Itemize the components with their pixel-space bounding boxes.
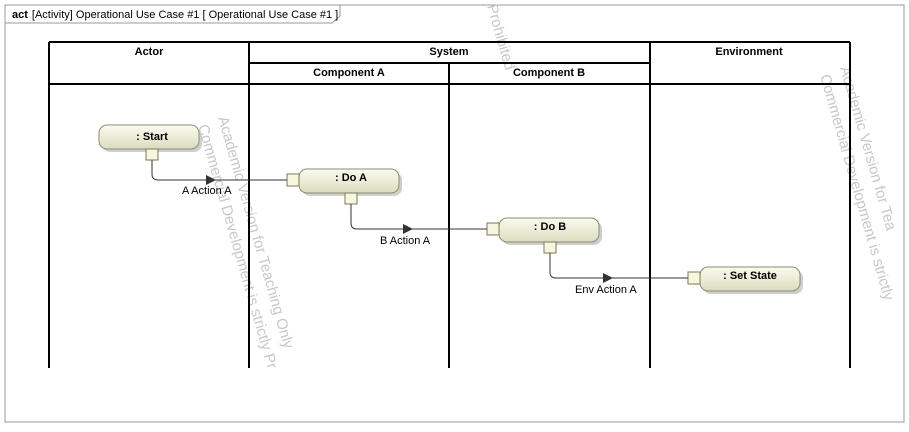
frame-keyword: act	[12, 9, 28, 21]
frame-tab	[4, 4, 341, 24]
frame-title: act [Activity] Operational Use Case #1 [ …	[12, 9, 338, 21]
swimlane-grid	[48, 41, 851, 368]
flow-env-action[interactable]: Env Action A	[549, 253, 688, 296]
flow-a-action-arrow	[206, 175, 216, 185]
lane-header-component-a: Component A	[313, 67, 385, 79]
flow-env-action-label: Env Action A	[575, 284, 637, 296]
flow-a-action-label: A Action A	[182, 185, 232, 197]
lane-header-actor: Actor	[135, 46, 164, 58]
flow-a-action-line	[151, 160, 287, 181]
action-set-state[interactable]: : Set State	[687, 266, 803, 294]
flow-env-action-line	[549, 253, 688, 279]
action-start-label: : Start	[136, 131, 168, 143]
action-start-output-pin[interactable]	[145, 148, 159, 161]
action-do-a[interactable]: : Do A	[286, 168, 402, 205]
flow-env-action-arrow	[603, 273, 613, 283]
action-set-state-input-pin[interactable]	[687, 271, 701, 285]
lane-header-system: System	[429, 46, 468, 58]
flow-b-action-label: B Action A	[380, 235, 431, 247]
action-set-state-label: : Set State	[723, 270, 777, 282]
action-do-b[interactable]: : Do B	[486, 217, 602, 254]
action-do-a-input-pin[interactable]	[286, 173, 300, 187]
flow-a-action[interactable]: A Action A	[151, 160, 287, 197]
flow-b-action-arrow	[403, 224, 413, 234]
action-do-a-label: : Do A	[335, 172, 367, 184]
lane-header-component-b: Component B	[513, 67, 585, 79]
action-do-b-output-pin[interactable]	[543, 241, 557, 254]
flow-b-action[interactable]: B Action A	[350, 204, 487, 247]
diagram-frame	[4, 4, 905, 423]
action-do-b-label: : Do B	[534, 221, 566, 233]
action-do-b-input-pin[interactable]	[486, 222, 500, 236]
action-do-a-output-pin[interactable]	[344, 192, 358, 205]
action-start[interactable]: : Start	[98, 124, 202, 161]
flow-b-action-line	[350, 204, 487, 230]
frame-title-text: [Activity] Operational Use Case #1 [ Ope…	[32, 9, 338, 21]
lane-header-environment: Environment	[715, 46, 783, 58]
